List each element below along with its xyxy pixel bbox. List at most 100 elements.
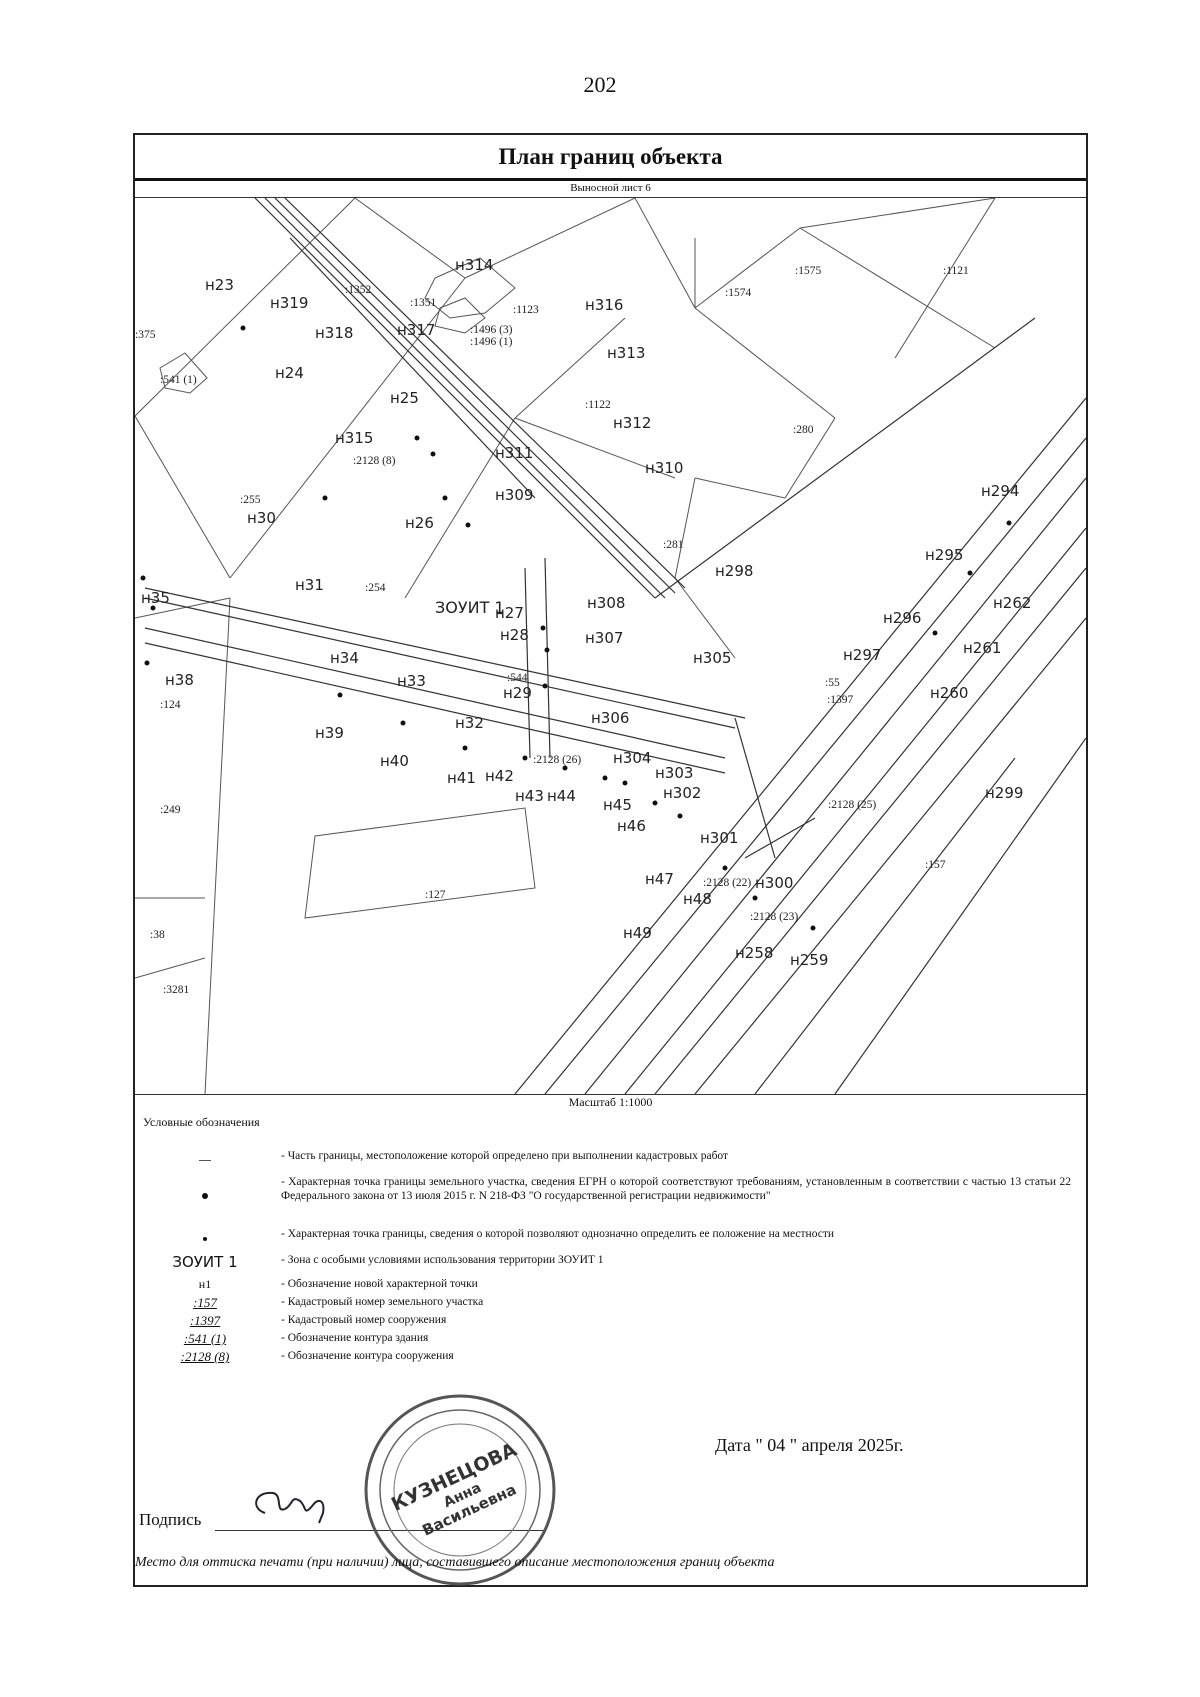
parcel-label: :2128 (8) (353, 455, 396, 467)
legend-symbol: н1 (198, 1277, 212, 1291)
legend-text: - Характерная точка границы земельного у… (281, 1176, 1071, 1202)
map-label: н39 (315, 724, 344, 742)
parcel-label: :2128 (25) (828, 799, 876, 811)
legend-symbol: :541 (1) (183, 1331, 227, 1346)
map-label: н294 (981, 482, 1019, 500)
parcel-label: :3281 (163, 984, 189, 996)
map-label: н48 (683, 890, 712, 908)
map-label: н49 (623, 924, 652, 942)
parcel-label: :1121 (943, 265, 969, 277)
map-label: н311 (495, 444, 533, 462)
parcel-label: :541 (1) (160, 374, 197, 386)
parcel-labels: :1352 :1351 :1123 :1496 (3) :1496 (1) :1… (135, 265, 969, 996)
map-label: н313 (607, 344, 645, 362)
plan-title: План границ объекта (135, 135, 1086, 181)
legend-text: - Обозначение контура сооружения (281, 1350, 454, 1362)
map-label: н303 (655, 764, 693, 782)
map-label: н44 (547, 787, 576, 805)
sheet-label: Выносной лист 6 (135, 179, 1086, 198)
parcel-label: :38 (150, 929, 165, 941)
map-label: н30 (247, 509, 276, 527)
boundary-plan-frame: План границ объекта Выносной лист 6 (133, 133, 1088, 1587)
parcel-label: :255 (240, 494, 261, 506)
map-label: н40 (380, 752, 409, 770)
scale-label: Масштаб 1:1000 (568, 1095, 653, 1109)
legend-symbol (145, 1229, 265, 1245)
legend-text: - Кадастровый номер земельного участка (281, 1296, 484, 1308)
map-label: н42 (485, 767, 514, 785)
parcel-label: :1351 (410, 297, 436, 309)
legend-symbol (145, 1187, 265, 1203)
parcel-label: :127 (425, 889, 446, 901)
map-label: н318 (315, 324, 353, 342)
map-label: н299 (985, 784, 1023, 802)
map-label: н296 (883, 609, 921, 627)
legend-text: - Характерная точка границы, сведения о … (281, 1228, 835, 1240)
map-label: н33 (397, 672, 426, 690)
parcel-label: :2128 (26) (533, 754, 581, 766)
signature-label: Подпись (139, 1510, 202, 1529)
map-label: н317 (397, 321, 435, 339)
map-label: н306 (591, 709, 629, 727)
map-label: н300 (755, 874, 793, 892)
map-label: н45 (603, 796, 632, 814)
map-label: н46 (617, 817, 646, 835)
map-label: н312 (613, 414, 651, 432)
map-label: н43 (515, 787, 544, 805)
parcel-label: :281 (663, 539, 684, 551)
parcel-label: :1123 (513, 304, 539, 316)
map-label: н310 (645, 459, 683, 477)
stamp-place-note: Место для оттиска печати (при наличии) л… (135, 1555, 775, 1570)
parcel-label: :280 (793, 424, 814, 436)
page-number: 202 (583, 72, 617, 97)
map-label: н38 (165, 671, 194, 689)
map-label: н24 (275, 364, 304, 382)
parcel-label: :157 (925, 859, 946, 871)
parcel-label: :249 (160, 804, 181, 816)
legend-symbol: :157 (193, 1295, 217, 1310)
legend-title: Условные обозначения (143, 1115, 260, 1129)
parcel-label: :55 (825, 677, 840, 689)
parcel-label: :1397 (827, 694, 853, 706)
boundary-line-icon (199, 1160, 211, 1161)
legend-text: - Обозначение новой характерной точки (281, 1278, 478, 1290)
point-large-icon (202, 1193, 208, 1199)
map-label: н32 (455, 714, 484, 732)
map-label: н47 (645, 870, 674, 888)
map-label: н35 (141, 589, 170, 607)
legend-text: - Обозначение контура здания (281, 1332, 429, 1344)
parcel-label: :2128 (22) (703, 877, 751, 889)
map-drawing: н23 н24 н25 н26 н27 н28 н29 н30 н31 н32 … (135, 198, 1086, 1094)
map-label: н305 (693, 649, 731, 667)
parcel-label: :2128 (23) (750, 911, 798, 923)
legend-symbol: :2128 (8) (180, 1349, 230, 1364)
map-label: н28 (500, 626, 529, 644)
parcel-label: :1496 (1) (470, 336, 513, 348)
parcel-label: :544 (507, 672, 528, 684)
parcel-label: :1575 (795, 265, 821, 277)
signature-line (215, 1530, 545, 1531)
map-label: н262 (993, 594, 1031, 612)
point-labels: н23 н24 н25 н26 н27 н28 н29 н30 н31 н32 … (141, 256, 1031, 969)
map-label: н29 (503, 684, 532, 702)
map-label: н314 (455, 256, 493, 274)
map-label: н34 (330, 649, 359, 667)
map-label: н297 (843, 646, 881, 664)
legend-symbol (145, 1149, 265, 1165)
map-label: н295 (925, 546, 963, 564)
stamp-seal: КУЗНЕЦОВА Анна Васильевна (364, 1394, 556, 1586)
parcel-label: :1352 (345, 284, 371, 296)
map-label: н260 (930, 684, 968, 702)
legend-text: - Зона с особыми условиями использования… (281, 1254, 604, 1266)
map-label: н25 (390, 389, 419, 407)
point-small-icon (203, 1237, 207, 1241)
map-label: н315 (335, 429, 373, 447)
map-label: н308 (587, 594, 625, 612)
boundary-points (140, 325, 1012, 931)
signature-icon (255, 1491, 325, 1524)
map-label: н23 (205, 276, 234, 294)
parcel-label: :1496 (3) (470, 324, 513, 336)
map-label: н26 (405, 514, 434, 532)
map-label: н261 (963, 639, 1001, 657)
legend-symbol: ЗОУИТ 1 (172, 1253, 238, 1271)
